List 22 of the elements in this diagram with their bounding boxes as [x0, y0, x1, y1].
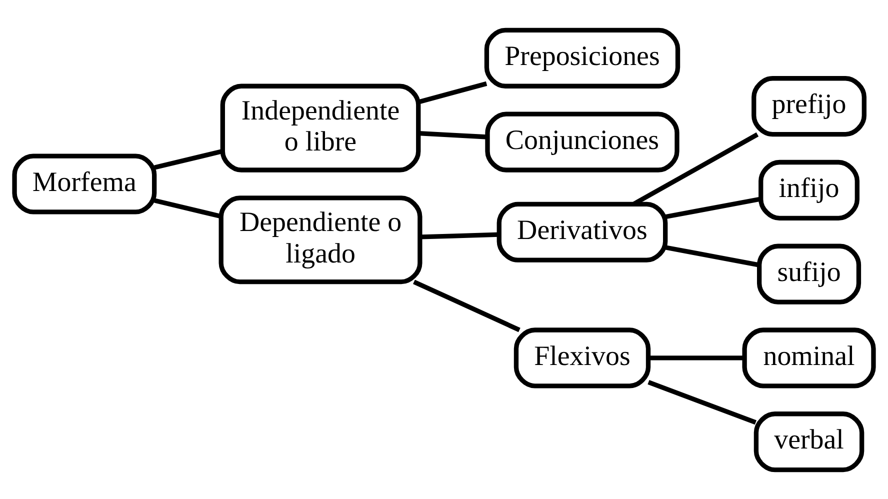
- node-box: Derivativos: [496, 201, 668, 262]
- connector: [648, 355, 744, 360]
- connector: [413, 279, 520, 332]
- node-box: Preposiciones: [484, 27, 680, 88]
- node-box: prefijo: [752, 76, 866, 136]
- node-box: nominal: [742, 327, 876, 388]
- connector: [648, 380, 756, 424]
- node-box: Independiente o libre: [220, 83, 421, 172]
- node-box: Conjunciones: [485, 111, 680, 172]
- connector: [665, 196, 761, 219]
- connector: [420, 232, 499, 239]
- connector: [154, 198, 222, 218]
- node-box: infijo: [758, 159, 860, 220]
- node-box: Dependiente o ligado: [218, 195, 422, 284]
- node-box: Flexivos: [514, 327, 651, 388]
- node-box: verbal: [754, 411, 864, 472]
- connector: [665, 244, 760, 267]
- node-box: sufijo: [756, 243, 862, 304]
- node-box: Morfema: [12, 153, 157, 214]
- connector: [418, 130, 488, 139]
- connector: [418, 80, 488, 104]
- connector: [154, 148, 223, 170]
